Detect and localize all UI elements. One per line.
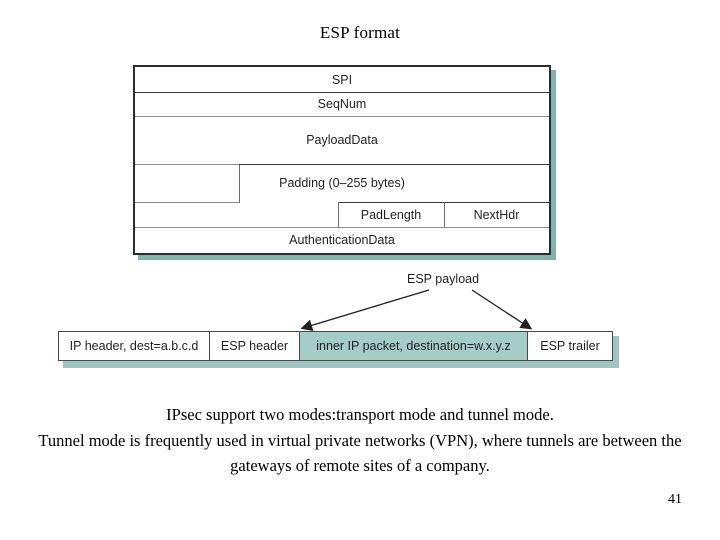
divider-padlength-auth: [135, 227, 549, 228]
packet-cell-esp-header: ESP header: [209, 331, 300, 361]
esp-field-padding: Padding (0–255 bytes): [279, 176, 405, 190]
esp-field-payloaddata: PayloadData: [306, 133, 378, 147]
esp-format-diagram: SPI SeqNum PayloadData Padding (0–255 by…: [133, 65, 556, 260]
tunnel-mode-diagram: ESP payload IP header, dest=a.b.c.d ESP …: [58, 268, 623, 368]
padlength-nexthdr-divider: [444, 202, 445, 227]
padlength-left-edge: [338, 202, 339, 227]
divider-seqnum-payload: [135, 116, 549, 117]
padding-step-horizontal: [135, 202, 239, 203]
page-title: ESP format: [319, 23, 401, 42]
esp-field-padlength: PadLength: [360, 207, 422, 222]
body-paragraph-modes: IPsec support two modes:transport mode a…: [166, 405, 554, 424]
packet-cell-inner-ip-packet: inner IP packet, destination=w.x.y.z: [299, 331, 528, 361]
padlength-top-edge: [338, 202, 549, 203]
esp-payload-annotation: ESP payload: [407, 272, 480, 286]
packet-cell-ip-header: IP header, dest=a.b.c.d: [58, 331, 210, 361]
page-number: 41: [668, 492, 682, 507]
packet-cell-esp-trailer: ESP trailer: [527, 331, 613, 361]
body-paragraph-tunnel-mode: Tunnel mode is frequently used in virtua…: [38, 431, 682, 475]
padding-top-edge: [239, 164, 549, 165]
padding-step-vertical: [239, 164, 240, 203]
esp-field-seqnum: SeqNum: [317, 97, 367, 111]
esp-field-authenticationdata: AuthenticationData: [289, 233, 395, 247]
esp-field-spi: SPI: [331, 72, 353, 87]
esp-payload-arrows: [300, 289, 533, 331]
esp-format-stack: SPI SeqNum PayloadData Padding (0–255 by…: [133, 65, 551, 255]
esp-field-nexthdr: NextHdr: [473, 207, 520, 222]
tunnel-packet-bar: IP header, dest=a.b.c.d ESP header inner…: [58, 331, 613, 361]
divider-spi-seqnum: [135, 92, 549, 93]
